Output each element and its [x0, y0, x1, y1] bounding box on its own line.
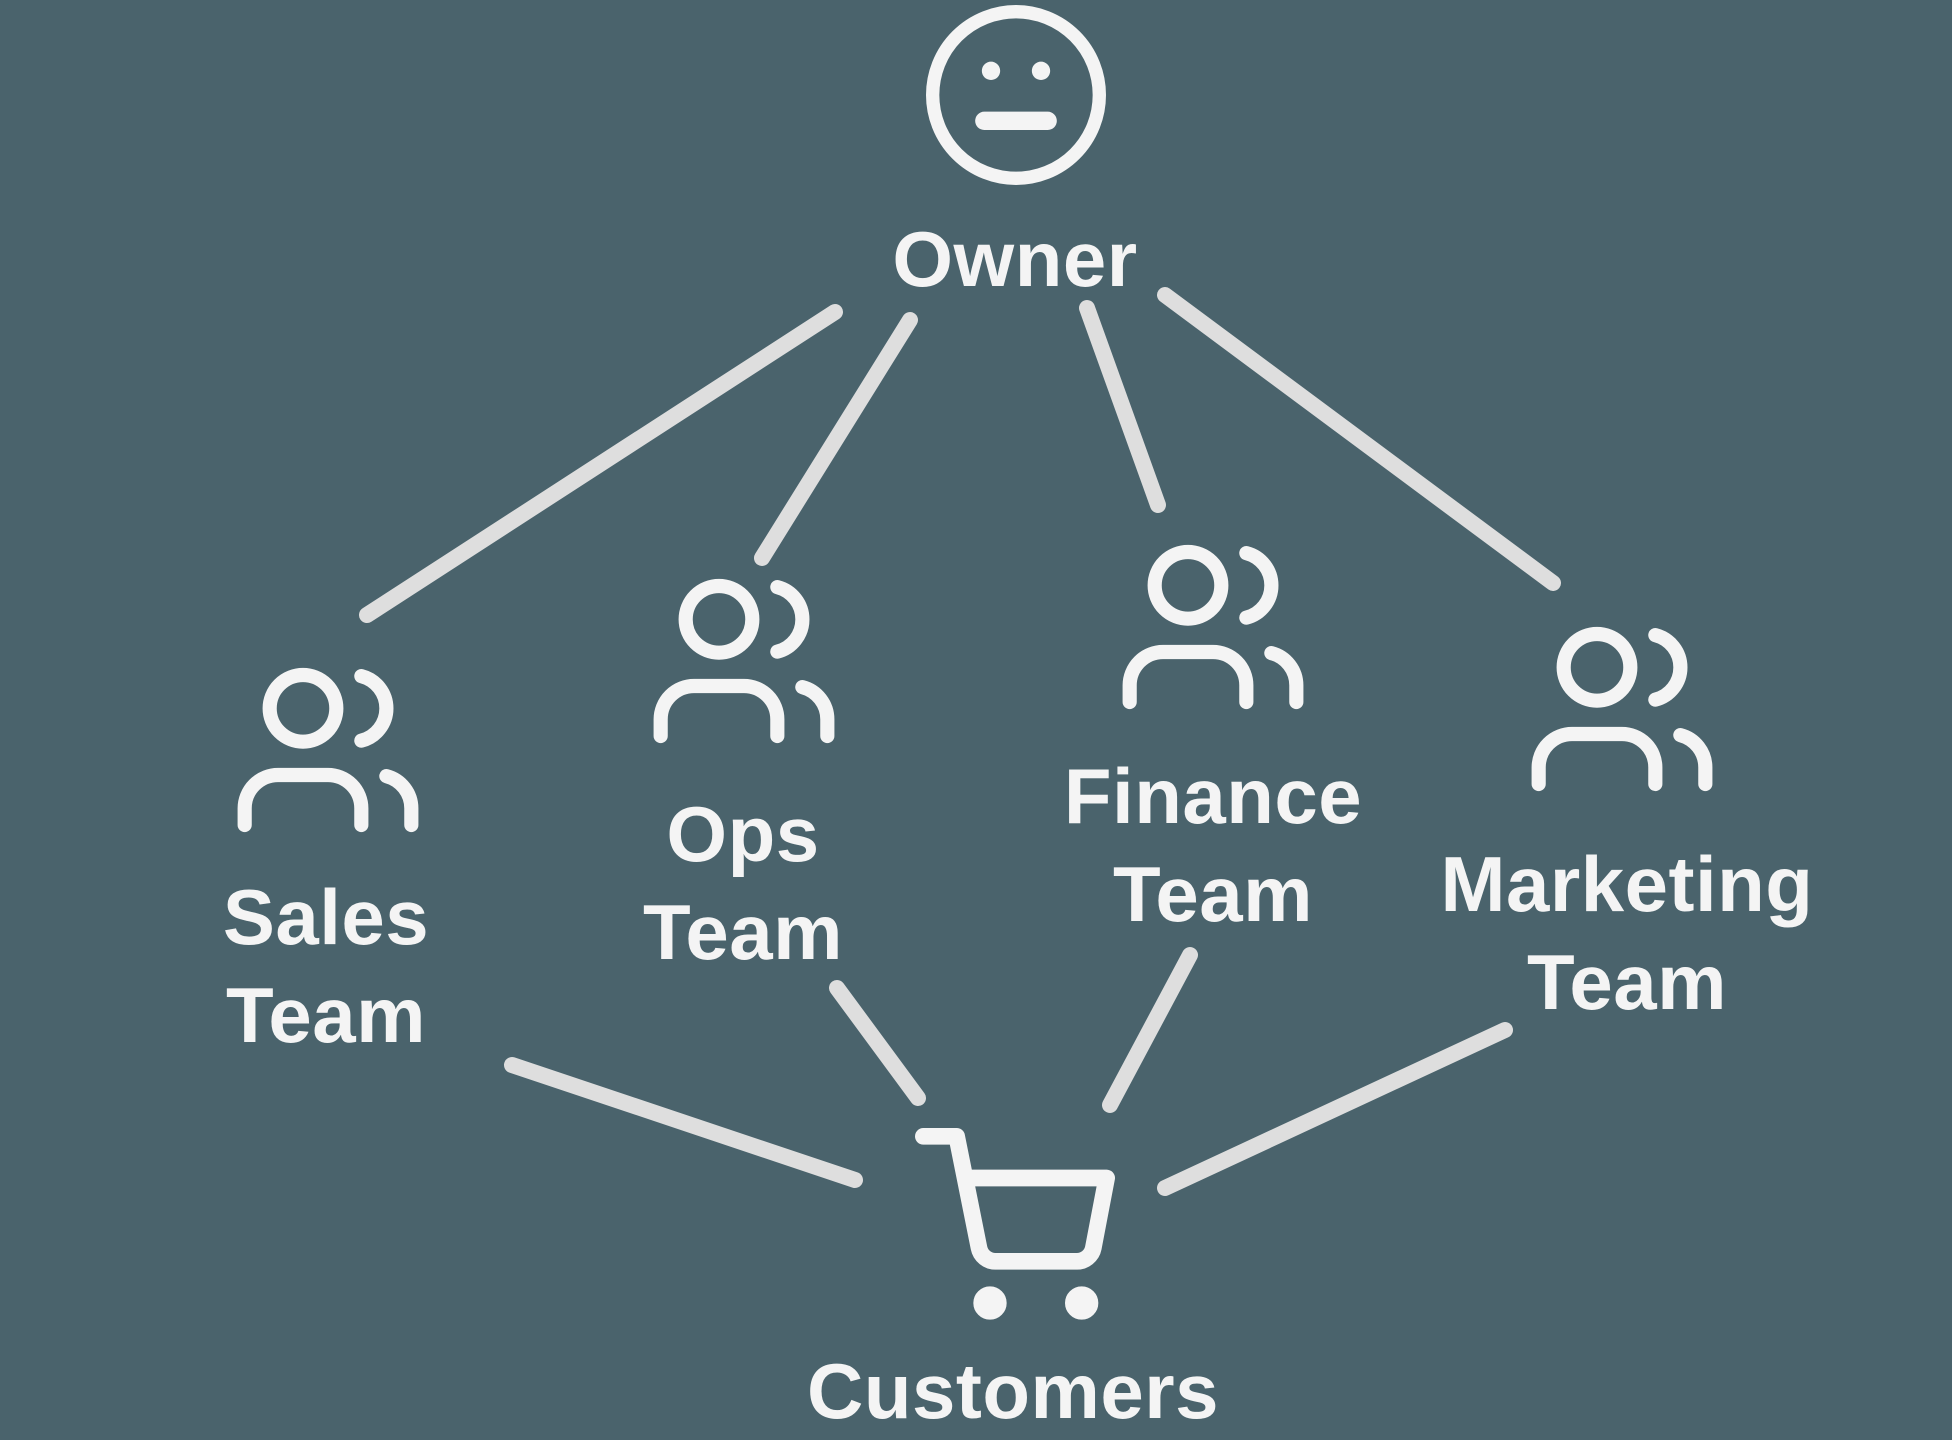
marketing-team-label-line2: Team	[1527, 938, 1727, 1026]
finance-team-label-line1: Finance	[1063, 752, 1363, 840]
ops-team-label-line2: Team	[643, 888, 843, 976]
connector-marketing-customers	[1157, 1022, 1513, 1196]
users-icon	[237, 667, 419, 833]
sales-team-label: Sales Team	[223, 868, 429, 1064]
node-ops-team	[644, 561, 844, 761]
node-owner	[916, 0, 1116, 195]
sales-team-label-line2: Team	[226, 971, 426, 1059]
node-marketing-team	[1522, 609, 1722, 809]
finance-team-label-line2: Team	[1113, 850, 1313, 938]
ops-team-label: Ops Team	[643, 785, 843, 981]
ops-team-label-line1: Ops	[666, 790, 820, 878]
users-icon	[1531, 626, 1713, 792]
connector-ops-customers	[829, 980, 926, 1106]
node-finance-team	[1113, 527, 1313, 727]
meh-face-icon	[926, 4, 1106, 185]
finance-team-label: Finance Team	[1064, 747, 1362, 943]
connector-owner-ops	[754, 312, 918, 566]
customers-label: Customers	[807, 1347, 1219, 1435]
connector-owner-finance	[1079, 300, 1166, 513]
sales-team-label-line1: Sales	[222, 873, 430, 961]
users-icon	[1122, 544, 1304, 710]
node-customers	[915, 1128, 1115, 1328]
users-icon	[653, 578, 835, 744]
marketing-team-label-line1: Marketing	[1440, 840, 1814, 928]
owner-label: Owner	[892, 215, 1138, 303]
marketing-team-label: Marketing Team	[1441, 835, 1814, 1031]
node-sales-team	[228, 650, 428, 850]
connector-finance-customers	[1102, 947, 1198, 1113]
connector-sales-customers	[504, 1057, 863, 1188]
shopping-cart-icon	[915, 1128, 1115, 1320]
